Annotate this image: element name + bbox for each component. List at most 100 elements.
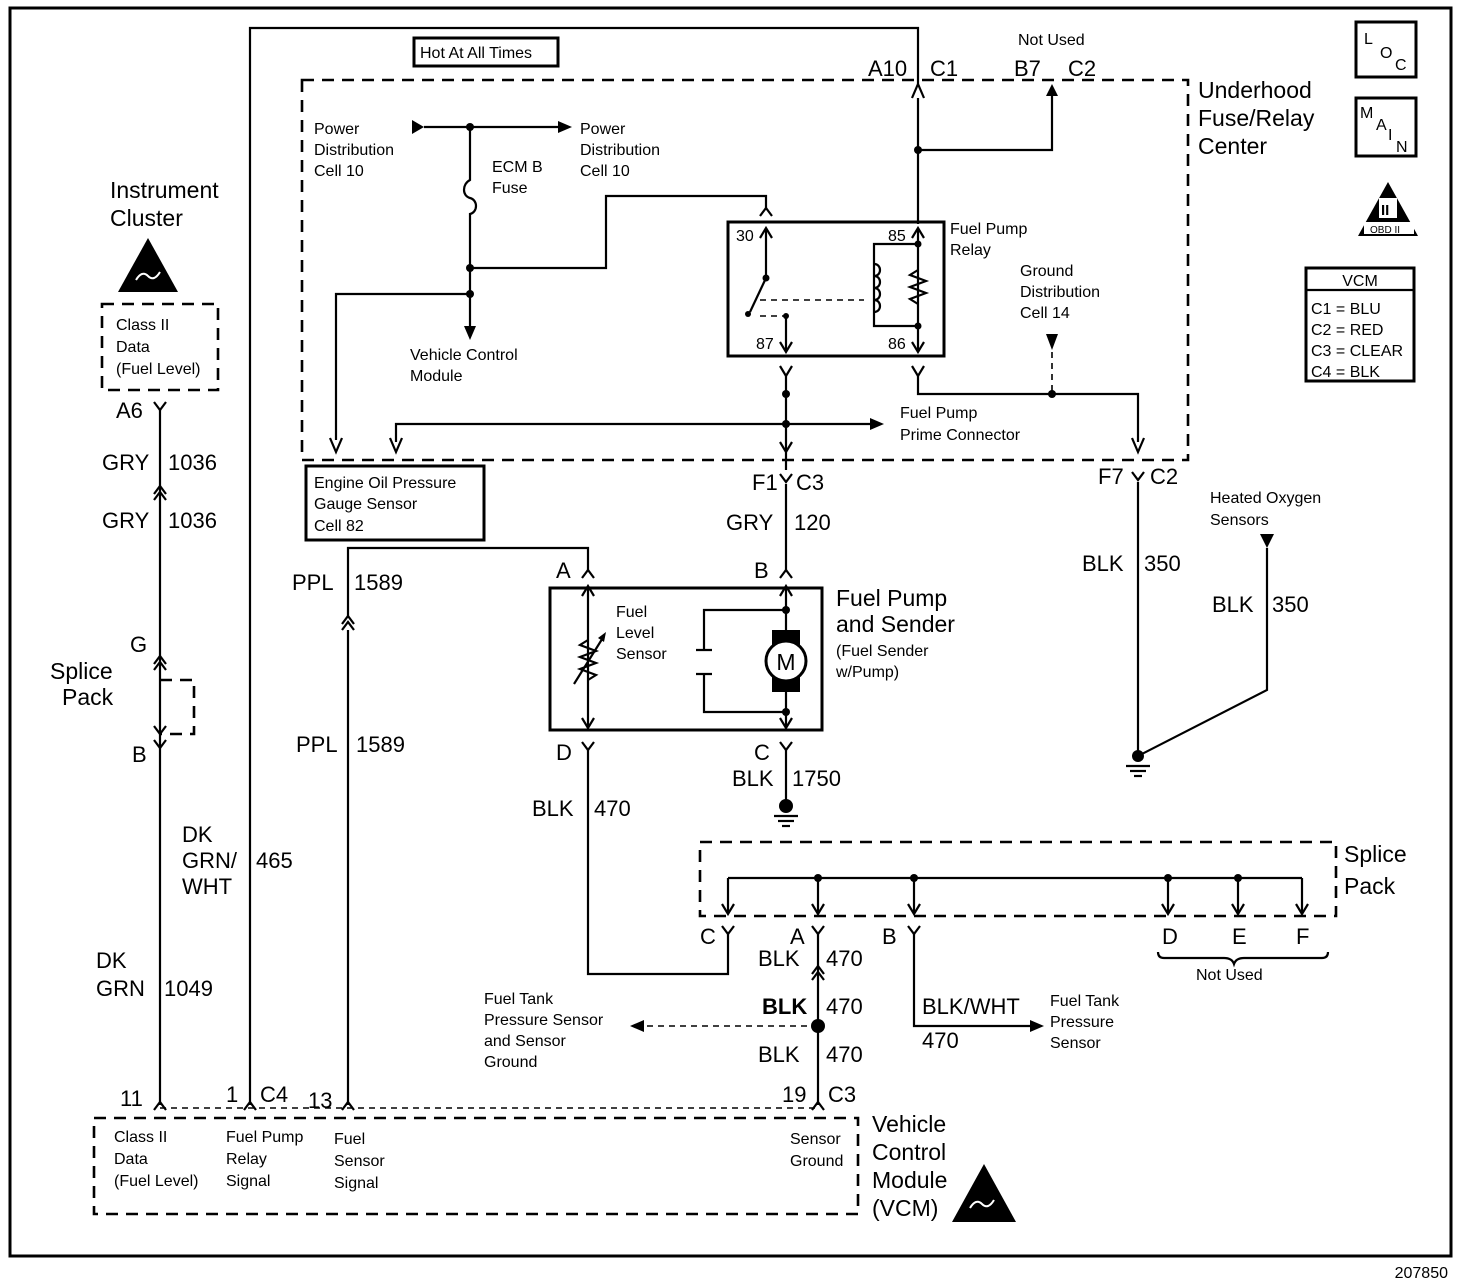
svg-text:1036: 1036 bbox=[168, 450, 217, 475]
svg-text:Cell 10: Cell 10 bbox=[314, 163, 364, 180]
svg-text:C1: C1 bbox=[930, 56, 958, 81]
svg-text:13: 13 bbox=[308, 1088, 332, 1113]
svg-text:Vehicle: Vehicle bbox=[872, 1111, 946, 1137]
svg-text:Data: Data bbox=[116, 339, 150, 356]
svg-text:Sensors: Sensors bbox=[1210, 512, 1269, 529]
ground-distribution-label: Ground Distribution Cell 14 bbox=[1020, 263, 1100, 322]
hot-at-all-times: Hot At All Times bbox=[420, 45, 532, 62]
svg-text:350: 350 bbox=[1144, 551, 1181, 576]
svg-text:VCM: VCM bbox=[1342, 273, 1378, 290]
svg-text:Heated Oxygen: Heated Oxygen bbox=[1210, 490, 1321, 507]
svg-text:(Fuel Sender: (Fuel Sender bbox=[836, 643, 929, 660]
svg-text:B7: B7 bbox=[1014, 56, 1041, 81]
svg-text:BLK: BLK bbox=[732, 766, 774, 791]
svg-text:(VCM): (VCM) bbox=[872, 1195, 938, 1221]
splice-pack-left-label: Splice Pack bbox=[50, 658, 114, 710]
svg-text:GRY: GRY bbox=[726, 510, 774, 535]
svg-text:A: A bbox=[556, 558, 571, 583]
svg-text:Data: Data bbox=[114, 1151, 148, 1168]
wire-dkgrnwht-465-label: DK GRN/ WHT 465 bbox=[182, 822, 293, 899]
svg-text:E: E bbox=[1232, 924, 1247, 949]
fuel-pump-sender-box bbox=[548, 586, 824, 732]
svg-text:Sensor: Sensor bbox=[790, 1131, 841, 1148]
svg-text:Fuse/Relay: Fuse/Relay bbox=[1198, 105, 1315, 131]
svg-text:1589: 1589 bbox=[354, 570, 403, 595]
pin-f7: F7 bbox=[1098, 464, 1124, 489]
svg-text:II: II bbox=[1381, 202, 1389, 219]
svg-text:Power: Power bbox=[314, 121, 360, 138]
splice-pack-left-box bbox=[160, 678, 196, 736]
not-used-bottom: Not Used bbox=[1196, 967, 1263, 984]
ftp-sensor-label: Fuel Tank Pressure Sensor bbox=[1050, 993, 1120, 1052]
svg-text:86: 86 bbox=[888, 336, 906, 353]
arrow-b7 bbox=[1046, 84, 1058, 96]
svg-text:F: F bbox=[1296, 924, 1309, 949]
svg-text:ECM B: ECM B bbox=[492, 159, 543, 176]
ftp-ground-label: Fuel Tank Pressure Sensor and Sensor Gro… bbox=[484, 991, 604, 1071]
svg-text:Pack: Pack bbox=[1344, 873, 1396, 899]
svg-text:Signal: Signal bbox=[226, 1173, 270, 1190]
svg-text:Signal: Signal bbox=[334, 1175, 378, 1192]
svg-text:B: B bbox=[754, 558, 769, 583]
motor-label: M bbox=[776, 649, 795, 675]
svg-text:Class II: Class II bbox=[116, 317, 169, 334]
svg-text:C4 = BLK: C4 = BLK bbox=[1311, 364, 1380, 381]
svg-text:BLK: BLK bbox=[1212, 592, 1254, 617]
svg-text:PPL: PPL bbox=[292, 570, 334, 595]
ground-splice bbox=[1132, 750, 1144, 762]
svg-text:120: 120 bbox=[794, 510, 831, 535]
svg-text:BLK: BLK bbox=[532, 796, 574, 821]
svg-text:Ground: Ground bbox=[1020, 263, 1073, 280]
svg-text:Instrument: Instrument bbox=[110, 177, 219, 203]
svg-text:and Sensor: and Sensor bbox=[484, 1033, 567, 1050]
svg-text:1049: 1049 bbox=[164, 976, 213, 1001]
svg-text:Relay: Relay bbox=[950, 242, 991, 259]
svg-text:N: N bbox=[1396, 139, 1408, 156]
fuel-pump-sender-label: Fuel Pump and Sender (Fuel Sender w/Pump… bbox=[835, 585, 955, 681]
pin-c2-f7: C2 bbox=[1150, 464, 1178, 489]
svg-text:30: 30 bbox=[736, 228, 754, 245]
svg-text:1750: 1750 bbox=[792, 766, 841, 791]
pin-f1: F1 bbox=[752, 470, 778, 495]
svg-text:GRN/: GRN/ bbox=[182, 848, 238, 873]
svg-text:Vehicle Control: Vehicle Control bbox=[410, 347, 518, 364]
connector-a10 bbox=[910, 81, 926, 99]
svg-text:M: M bbox=[1360, 105, 1373, 122]
heated-oxygen-label: Heated Oxygen Sensors bbox=[1210, 490, 1321, 529]
svg-text:A: A bbox=[1376, 117, 1387, 134]
relay-pins: 30 85 87 86 bbox=[736, 228, 906, 353]
esd-icon bbox=[118, 238, 178, 292]
svg-text:Cell 14: Cell 14 bbox=[1020, 305, 1070, 322]
svg-text:OBD II: OBD II bbox=[1370, 225, 1400, 236]
svg-text:I: I bbox=[1388, 127, 1392, 144]
svg-text:C4: C4 bbox=[260, 1082, 288, 1107]
wire-dkgrn-1049-label: DK GRN 1049 bbox=[96, 948, 213, 1001]
svg-text:BLK: BLK bbox=[762, 994, 807, 1019]
svg-text:Pressure Sensor: Pressure Sensor bbox=[484, 1012, 604, 1029]
splice-pack-right-label: Splice Pack bbox=[1344, 841, 1407, 899]
vcm-box bbox=[92, 1116, 860, 1216]
svg-text:Fuel Pump: Fuel Pump bbox=[950, 221, 1027, 238]
svg-text:C2: C2 bbox=[1068, 56, 1096, 81]
fuel-pump-relay bbox=[726, 220, 946, 358]
svg-text:Level: Level bbox=[616, 625, 654, 642]
svg-text:and Sender: and Sender bbox=[836, 611, 955, 637]
esd-icon-vcm bbox=[952, 1164, 1016, 1222]
svg-text:Distribution: Distribution bbox=[314, 142, 394, 159]
svg-text:G: G bbox=[130, 632, 147, 657]
svg-text:C: C bbox=[1395, 57, 1407, 74]
svg-text:85: 85 bbox=[888, 228, 906, 245]
svg-text:Sensor: Sensor bbox=[616, 646, 667, 663]
svg-text:Splice: Splice bbox=[1344, 841, 1407, 867]
svg-text:Underhood: Underhood bbox=[1198, 77, 1312, 103]
svg-text:Pack: Pack bbox=[62, 684, 114, 710]
svg-text:BLK/WHT: BLK/WHT bbox=[922, 994, 1020, 1019]
hot-at-all-times-box bbox=[412, 36, 560, 68]
engine-oil-label: Engine Oil Pressure Gauge Sensor Cell 82 bbox=[314, 475, 456, 535]
vcm-legend: VCM C1 = BLU C2 = RED C3 = CLEAR C4 = BL… bbox=[1304, 266, 1416, 383]
wire-470-b bbox=[912, 934, 1030, 1028]
ground-symbol-pump bbox=[774, 814, 798, 828]
svg-text:C2 = RED: C2 = RED bbox=[1311, 322, 1383, 339]
svg-text:B: B bbox=[882, 924, 897, 949]
svg-text:PPL: PPL bbox=[296, 732, 338, 757]
